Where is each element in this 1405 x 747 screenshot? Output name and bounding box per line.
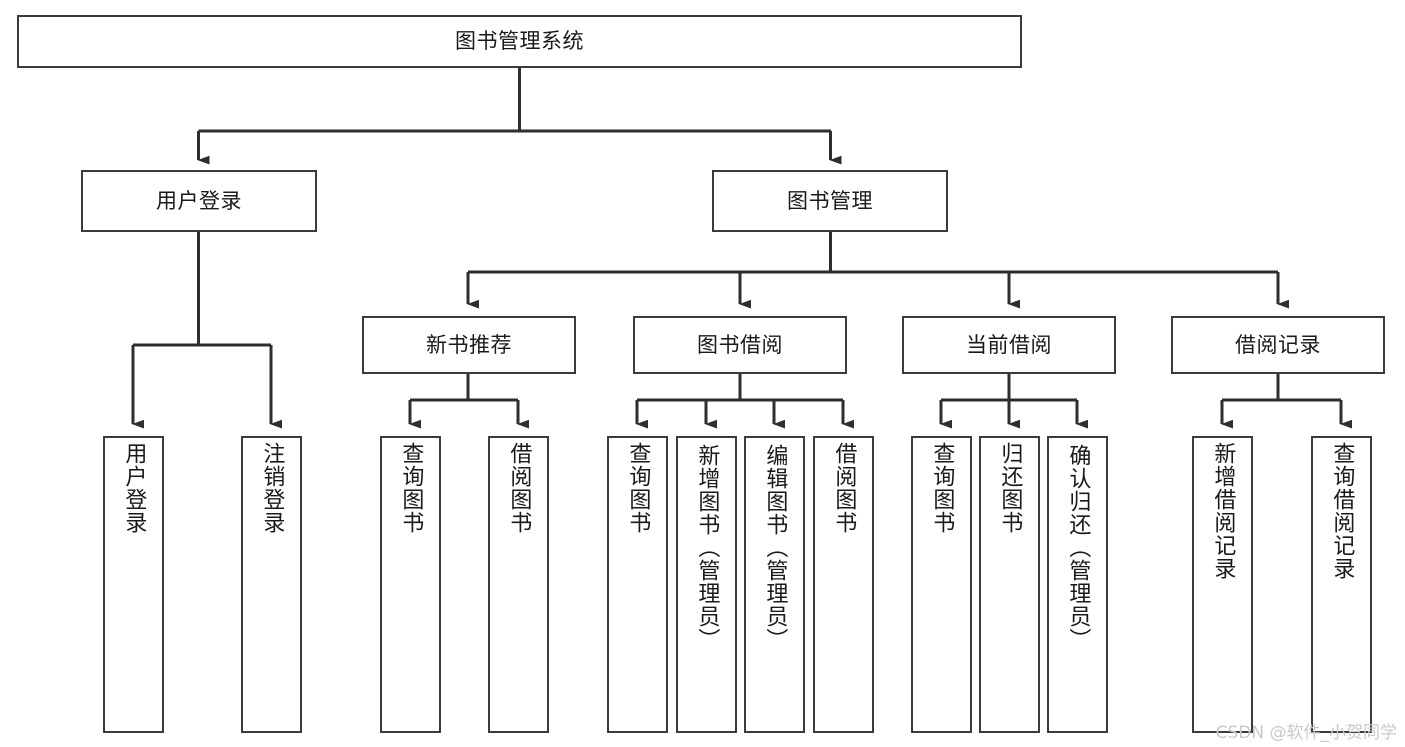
- node-leaf-user-logout-label: 注销登录: [259, 442, 285, 534]
- node-leaf-user-login-label: 用户登录: [121, 442, 147, 534]
- node-leaf-borrow-book-2[interactable]: 借阅图书: [813, 436, 874, 733]
- node-leaf-add-book[interactable]: 新增图书（管理员）: [676, 436, 737, 733]
- node-new-book-rec-label: 新书推荐: [426, 332, 512, 357]
- node-leaf-return-book[interactable]: 归还图书: [979, 436, 1040, 733]
- node-book-manage[interactable]: 图书管理: [712, 170, 948, 232]
- node-leaf-borrow-book-1[interactable]: 借阅图书: [488, 436, 549, 733]
- node-book-borrow[interactable]: 图书借阅: [633, 316, 847, 374]
- node-book-manage-label: 图书管理: [787, 188, 873, 213]
- node-book-borrow-label: 图书借阅: [697, 332, 783, 357]
- node-current-borrow-label: 当前借阅: [966, 332, 1052, 357]
- node-leaf-query-record-label: 查询借阅记录: [1329, 442, 1355, 580]
- node-user-login-label: 用户登录: [156, 188, 242, 213]
- csdn-watermark: CSDN @软件_小贺同学: [1215, 723, 1397, 743]
- node-borrow-record[interactable]: 借阅记录: [1171, 316, 1385, 374]
- node-leaf-query-book-1[interactable]: 查询图书: [380, 436, 441, 733]
- node-leaf-borrow-book-1-label: 借阅图书: [506, 442, 532, 534]
- node-borrow-record-label: 借阅记录: [1235, 332, 1321, 357]
- node-leaf-confirm-return-label: 确认归还（管理员）: [1065, 444, 1091, 651]
- node-leaf-edit-book[interactable]: 编辑图书（管理员）: [744, 436, 805, 733]
- node-leaf-query-book-1-label: 查询图书: [398, 442, 424, 534]
- node-leaf-add-record-label: 新增借阅记录: [1210, 442, 1236, 580]
- node-leaf-add-record[interactable]: 新增借阅记录: [1192, 436, 1253, 733]
- node-leaf-query-book-3-label: 查询图书: [929, 442, 955, 534]
- node-user-login[interactable]: 用户登录: [81, 170, 317, 232]
- node-current-borrow[interactable]: 当前借阅: [902, 316, 1116, 374]
- node-leaf-return-book-label: 归还图书: [997, 442, 1023, 534]
- node-leaf-add-book-label: 新增图书（管理员）: [694, 444, 720, 651]
- node-leaf-query-book-2[interactable]: 查询图书: [607, 436, 668, 733]
- node-leaf-confirm-return[interactable]: 确认归还（管理员）: [1047, 436, 1108, 733]
- node-leaf-query-book-2-label: 查询图书: [625, 442, 651, 534]
- node-root[interactable]: 图书管理系统: [17, 15, 1022, 68]
- node-leaf-edit-book-label: 编辑图书（管理员）: [762, 444, 788, 651]
- node-new-book-rec[interactable]: 新书推荐: [362, 316, 576, 374]
- node-leaf-user-login[interactable]: 用户登录: [103, 436, 164, 733]
- node-leaf-query-record[interactable]: 查询借阅记录: [1311, 436, 1372, 733]
- node-leaf-user-logout[interactable]: 注销登录: [241, 436, 302, 733]
- node-leaf-query-book-3[interactable]: 查询图书: [911, 436, 972, 733]
- node-leaf-borrow-book-2-label: 借阅图书: [831, 442, 857, 534]
- node-root-label: 图书管理系统: [455, 29, 584, 54]
